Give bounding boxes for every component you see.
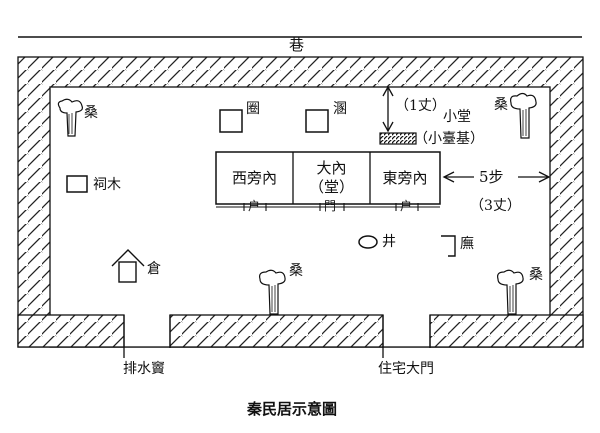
well-icon (358, 235, 378, 249)
shrine-tree-label: 祠木 (93, 177, 121, 193)
small-hall-base-label: （小臺基） (414, 131, 484, 147)
width-arrows (442, 171, 551, 183)
small-hall-label: 小堂 (443, 109, 471, 125)
east-room: 東旁內 (370, 152, 440, 204)
granary-label: 倉 (147, 261, 161, 277)
height-note-label: （1丈） (395, 98, 446, 114)
mulberry-label: 桑 (529, 267, 543, 283)
main-room: 大內 （堂） (293, 152, 370, 204)
small-platform (379, 132, 417, 145)
main-room-label: 大內 (316, 159, 347, 178)
door-label-west: 户 (248, 199, 261, 213)
stable-label: 廡 (460, 236, 474, 252)
mulberry-tree-icon (497, 269, 524, 315)
latrine-label: 溷 (333, 101, 347, 117)
drain-opening (123, 315, 171, 358)
main-gate-label: 住宅大門 (378, 361, 434, 377)
east-room-label: 東旁內 (382, 168, 428, 187)
lane-label: 巷 (289, 36, 305, 54)
mulberry-tree-icon (510, 92, 537, 139)
shrine-tree-square (66, 175, 88, 193)
main-gate-opening (382, 315, 431, 358)
door-label-main: 門 (324, 199, 337, 213)
drain-label: 排水竇 (123, 361, 165, 377)
width-steps-label: 5步 (479, 168, 504, 186)
mulberry-label: 桑 (494, 97, 508, 113)
latrine-square (305, 109, 329, 133)
mulberry-label: 桑 (84, 105, 98, 121)
height-arrow (382, 85, 394, 133)
diagram-caption: 秦民居示意圖 (247, 400, 338, 418)
pen-label: 圈 (246, 101, 260, 117)
mulberry-tree-icon (57, 98, 83, 137)
main-room-sublabel: （堂） (308, 178, 354, 196)
granary-icon (111, 249, 145, 283)
west-room: 西旁內 (216, 152, 293, 204)
wall-bottom-middle (169, 314, 384, 348)
pen-square (219, 109, 243, 133)
mulberry-label: 桑 (289, 263, 303, 279)
width-zhang-label: （3丈） (470, 198, 521, 214)
west-room-label: 西旁內 (231, 168, 277, 187)
stable-bracket (441, 235, 456, 257)
main-house (215, 151, 441, 211)
wall-bottom-right (429, 314, 584, 348)
mulberry-tree-icon (259, 269, 286, 315)
door-label-east: 户 (400, 199, 413, 213)
wall-bottom-left (17, 314, 125, 348)
well-label: 井 (382, 234, 396, 250)
